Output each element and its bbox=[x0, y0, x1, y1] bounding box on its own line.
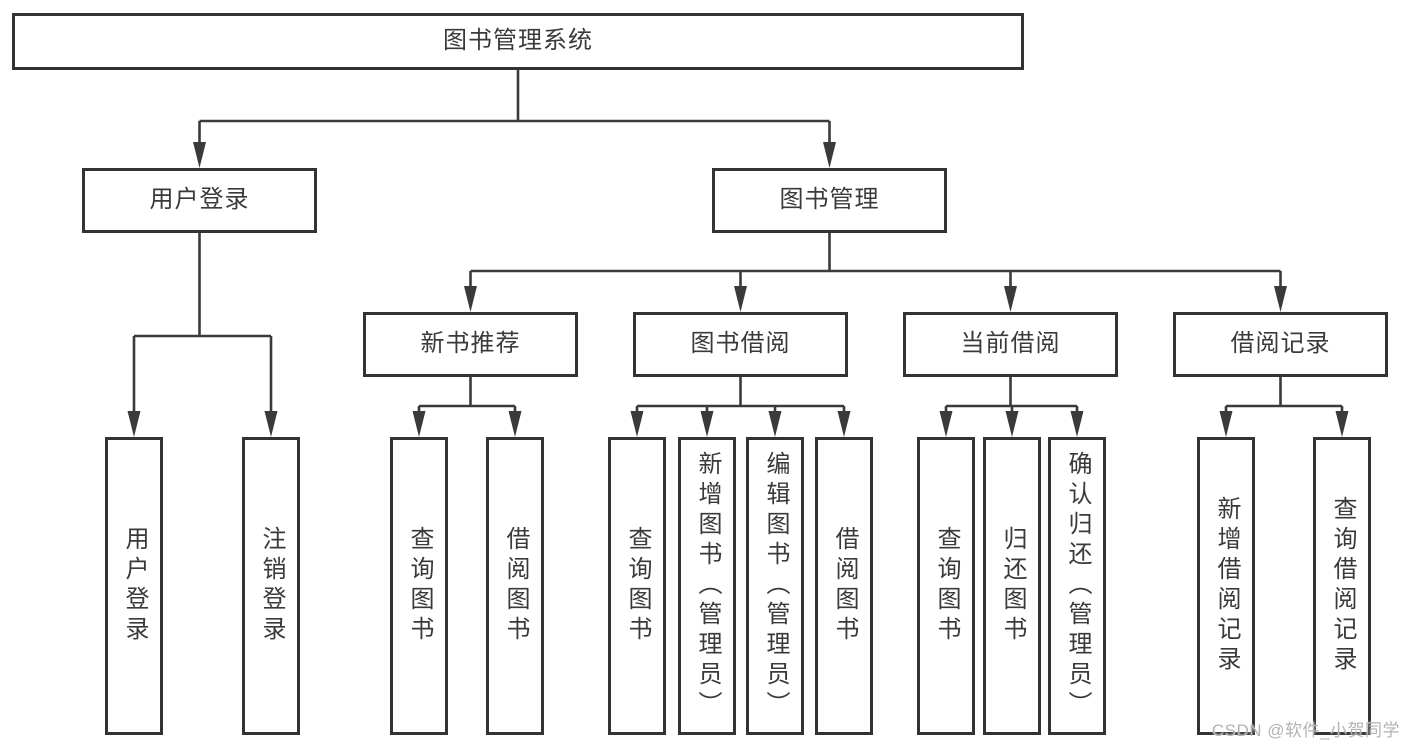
node-label: 查询图书 bbox=[406, 526, 433, 646]
node-borrowing-records: 借阅记录 bbox=[1173, 312, 1388, 377]
node-label: 注销登录 bbox=[258, 526, 285, 646]
node-current-borrowing: 当前借阅 bbox=[903, 312, 1118, 377]
node-label: 查询图书 bbox=[624, 526, 651, 646]
node-label: 借阅记录 bbox=[1230, 330, 1331, 358]
node-label: 借阅图书 bbox=[831, 526, 858, 646]
node-user-login: 用户登录 bbox=[82, 168, 317, 233]
leaf-logout: 注销登录 bbox=[242, 437, 300, 735]
connector-current-to-leaves bbox=[939, 377, 1084, 437]
node-label: 图书管理系统 bbox=[443, 27, 593, 55]
leaf-query-books-3: 查询图书 bbox=[917, 437, 975, 735]
node-label: 确认归还（管理员） bbox=[1064, 451, 1091, 721]
node-label: 用户登录 bbox=[149, 186, 250, 214]
node-label: 查询借阅记录 bbox=[1329, 496, 1356, 676]
leaf-borrow-books-2: 借阅图书 bbox=[815, 437, 873, 735]
node-label: 图书借阅 bbox=[690, 330, 791, 358]
node-label: 归还图书 bbox=[999, 526, 1026, 646]
leaf-user-login: 用户登录 bbox=[105, 437, 163, 735]
leaf-return-books: 归还图书 bbox=[983, 437, 1041, 735]
connector-userlogin-to-leaves bbox=[127, 233, 278, 437]
connector-bookmgmt-to-level3 bbox=[464, 233, 1287, 312]
leaf-query-borrow-record: 查询借阅记录 bbox=[1313, 437, 1371, 735]
node-label: 当前借阅 bbox=[960, 330, 1061, 358]
leaf-query-books-1: 查询图书 bbox=[390, 437, 448, 735]
connector-newbooks-to-leaves bbox=[412, 377, 522, 437]
leaf-query-books-2: 查询图书 bbox=[608, 437, 666, 735]
node-book-borrowing: 图书借阅 bbox=[633, 312, 848, 377]
node-label: 用户登录 bbox=[121, 526, 148, 646]
node-label: 查询图书 bbox=[933, 526, 960, 646]
node-label: 借阅图书 bbox=[502, 526, 529, 646]
leaf-add-books-admin: 新增图书（管理员） bbox=[678, 437, 736, 735]
node-new-book-recommendation: 新书推荐 bbox=[363, 312, 578, 377]
leaf-borrow-books-1: 借阅图书 bbox=[486, 437, 544, 735]
leaf-confirm-return-admin: 确认归还（管理员） bbox=[1048, 437, 1106, 735]
csdn-watermark: CSDN @软件_小贺同学 bbox=[1211, 721, 1400, 740]
node-library-management-system: 图书管理系统 bbox=[12, 13, 1024, 70]
node-label: 新增图书（管理员） bbox=[694, 451, 721, 721]
connector-borrowing-to-leaves bbox=[630, 377, 851, 437]
node-label: 图书管理 bbox=[779, 186, 880, 214]
connector-root-to-level2 bbox=[193, 70, 836, 168]
node-book-management: 图书管理 bbox=[712, 168, 947, 233]
node-label: 新书推荐 bbox=[420, 330, 521, 358]
node-label: 编辑图书（管理员） bbox=[762, 451, 789, 721]
leaf-edit-books-admin: 编辑图书（管理员） bbox=[746, 437, 804, 735]
connector-records-to-leaves bbox=[1219, 377, 1349, 437]
leaf-add-borrow-record: 新增借阅记录 bbox=[1197, 437, 1255, 735]
node-label: 新增借阅记录 bbox=[1213, 496, 1240, 676]
